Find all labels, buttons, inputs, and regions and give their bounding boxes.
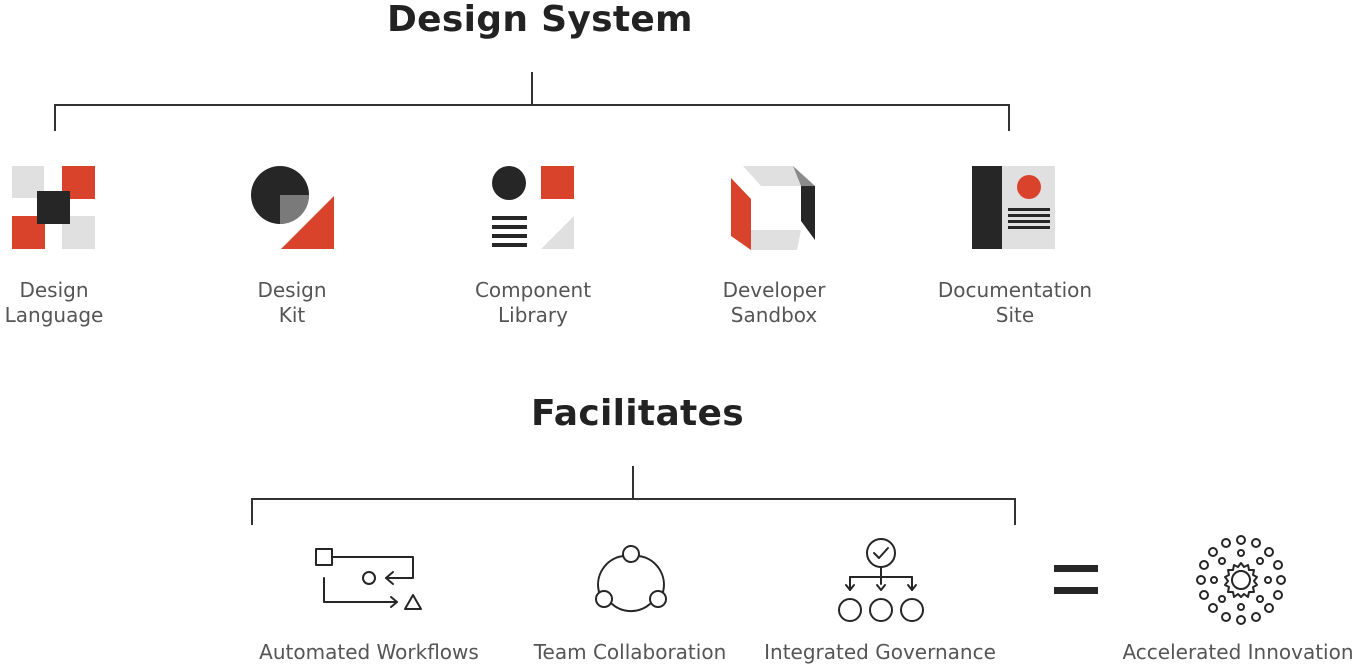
design-language-icon (12, 166, 95, 249)
benefit-label-team-collaboration: Team Collaboration (533, 640, 727, 664)
facilitates-heading: Facilitates (531, 393, 744, 434)
top-bracket-stem (531, 72, 533, 105)
bottom-bracket-bar (251, 498, 1016, 500)
workflow-icon (315, 548, 422, 610)
top-bracket-bar (54, 104, 1010, 106)
top-bracket-right (1008, 104, 1010, 131)
collaboration-icon (595, 545, 667, 613)
developer-sandbox-icon (731, 166, 815, 250)
gear-icon (1196, 535, 1286, 625)
bottom-bracket-left (251, 498, 253, 525)
result-label-accelerated-innovation: Accelerated Innovation (1122, 640, 1354, 664)
equals-bar-top (1054, 565, 1098, 572)
governance-icon (838, 538, 924, 622)
design-kit-icon (251, 166, 334, 249)
benefit-label-automated-workflows: Automated Workflows (259, 640, 479, 664)
top-bracket-left (54, 104, 56, 131)
bottom-bracket-right (1014, 498, 1016, 525)
equals-sign (1054, 565, 1098, 595)
equals-bar-bottom (1054, 587, 1098, 594)
bottom-bracket-stem (632, 466, 634, 499)
component-library-icon (492, 166, 574, 249)
diagram-title: Design System (387, 0, 693, 40)
benefit-label-integrated-governance: Integrated Governance (764, 640, 996, 664)
documentation-site-icon (972, 166, 1055, 249)
